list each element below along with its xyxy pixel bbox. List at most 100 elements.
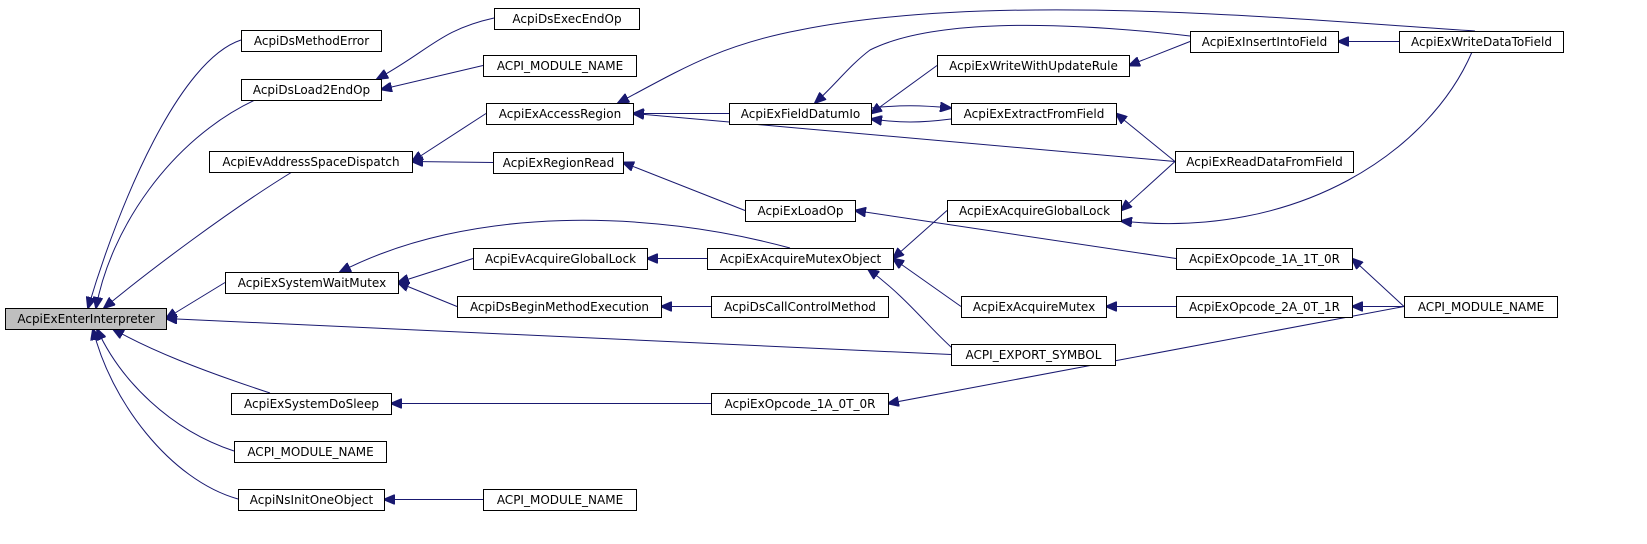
node-module_name_3[interactable]: ACPI_MODULE_NAME xyxy=(483,489,637,511)
node-box[interactable] xyxy=(5,308,167,330)
node-label: ACPI_MODULE_NAME xyxy=(1418,300,1544,314)
node-label: AcpiExOpcode_1A_1T_0R xyxy=(1189,252,1340,266)
node-box[interactable] xyxy=(1399,31,1564,53)
node-label: AcpiExReadDataFromField xyxy=(1186,155,1342,169)
node-box[interactable] xyxy=(234,441,387,463)
edge-ex_acquire_mutex_object-to-ex_system_wait_mutex xyxy=(340,219,791,272)
node-ds_begin_method_execution[interactable]: AcpiDsBeginMethodExecution xyxy=(457,296,662,318)
node-box[interactable] xyxy=(1176,248,1353,270)
node-box[interactable] xyxy=(937,55,1130,77)
node-label: ACPI_MODULE_NAME xyxy=(497,59,623,73)
edge-ex_read_data_from_field-to-ex_extract_from_field xyxy=(1116,114,1176,162)
edge-ex_system_wait_mutex-to-enter_interpreter xyxy=(166,282,226,319)
node-ev_address_space_dispatch[interactable]: AcpiEvAddressSpaceDispatch xyxy=(209,151,413,173)
node-ex_opcode_1a_0t_0r[interactable]: AcpiExOpcode_1A_0T_0R xyxy=(711,393,889,415)
node-enter_interpreter[interactable]: AcpiExEnterInterpreter xyxy=(5,308,167,330)
node-ex_acquire_global_lock[interactable]: AcpiExAcquireGlobalLock xyxy=(947,200,1122,222)
node-box[interactable] xyxy=(473,248,648,270)
node-box[interactable] xyxy=(209,151,413,173)
node-box[interactable] xyxy=(951,344,1116,366)
node-label: AcpiExSystemDoSleep xyxy=(244,397,379,411)
edges-layer xyxy=(88,9,1476,500)
node-label: AcpiDsBeginMethodExecution xyxy=(470,300,649,314)
node-box[interactable] xyxy=(707,248,894,270)
node-module_name_4[interactable]: ACPI_MODULE_NAME xyxy=(1404,296,1558,318)
edge-ex_extract_from_field-to-ex_field_datum_io xyxy=(871,119,952,122)
node-box[interactable] xyxy=(711,393,889,415)
edge-ex_access_region-to-ev_address_space_dispatch xyxy=(412,113,487,162)
edge-ev_address_space_dispatch-to-enter_interpreter xyxy=(104,171,293,308)
node-ds_exec_end_op[interactable]: AcpiDsExecEndOp xyxy=(494,8,640,30)
edge-ex_write_data_to_field-to-ex_access_region xyxy=(618,9,1476,103)
node-module_name_2[interactable]: ACPI_MODULE_NAME xyxy=(483,55,637,77)
node-module_name_1[interactable]: ACPI_MODULE_NAME xyxy=(234,441,387,463)
edge-ex_read_data_from_field-to-ex_access_region xyxy=(633,114,1176,162)
node-box[interactable] xyxy=(457,296,662,318)
node-label: AcpiExEnterInterpreter xyxy=(17,312,154,326)
edge-ds_method_error-to-enter_interpreter xyxy=(88,39,242,308)
edge-ex_load_op-to-ex_region_read xyxy=(623,163,746,211)
node-ex_read_data_from_field[interactable]: AcpiExReadDataFromField xyxy=(1175,151,1354,173)
node-ex_opcode_1a_1t_0r[interactable]: AcpiExOpcode_1A_1T_0R xyxy=(1176,248,1353,270)
node-box[interactable] xyxy=(493,152,624,174)
node-label: AcpiExRegionRead xyxy=(503,156,614,170)
node-export_symbol[interactable]: ACPI_EXPORT_SYMBOL xyxy=(951,344,1116,366)
node-ex_load_op[interactable]: AcpiExLoadOp xyxy=(745,200,856,222)
node-ev_acquire_global_lock[interactable]: AcpiEvAcquireGlobalLock xyxy=(473,248,648,270)
node-label: AcpiExWriteDataToField xyxy=(1411,35,1552,49)
node-box[interactable] xyxy=(1175,151,1354,173)
edge-ds_load2_end_op-to-enter_interpreter xyxy=(96,99,256,308)
node-box[interactable] xyxy=(729,103,872,125)
node-ex_field_datum_io[interactable]: AcpiExFieldDatumIo xyxy=(729,103,872,125)
node-box[interactable] xyxy=(494,8,640,30)
node-box[interactable] xyxy=(231,393,392,415)
node-label: AcpiExAcquireMutex xyxy=(973,300,1095,314)
node-label: AcpiExAcquireMutexObject xyxy=(720,252,882,266)
node-box[interactable] xyxy=(241,79,382,101)
edge-module_name_1-to-enter_interpreter xyxy=(97,329,235,452)
edge-ex_region_read-to-ev_address_space_dispatch xyxy=(412,162,494,163)
edge-ds_begin_method_execution-to-ex_system_wait_mutex xyxy=(398,283,458,307)
node-ex_insert_into_field[interactable]: AcpiExInsertIntoField xyxy=(1190,31,1339,53)
node-box[interactable] xyxy=(1176,296,1353,318)
node-ds_method_error[interactable]: AcpiDsMethodError xyxy=(241,30,382,52)
node-box[interactable] xyxy=(711,296,889,318)
node-label: AcpiExWriteWithUpdateRule xyxy=(949,59,1118,73)
node-box[interactable] xyxy=(947,200,1122,222)
node-ex_system_do_sleep[interactable]: AcpiExSystemDoSleep xyxy=(231,393,392,415)
node-ds_load2_end_op[interactable]: AcpiDsLoad2EndOp xyxy=(241,79,382,101)
node-box[interactable] xyxy=(238,489,385,511)
node-box[interactable] xyxy=(745,200,856,222)
node-ex_system_wait_mutex[interactable]: AcpiExSystemWaitMutex xyxy=(225,272,399,294)
node-ex_region_read[interactable]: AcpiExRegionRead xyxy=(493,152,624,174)
node-label: AcpiNsInitOneObject xyxy=(250,493,374,507)
edge-ev_acquire_global_lock-to-ex_system_wait_mutex xyxy=(398,258,474,283)
node-ex_access_region[interactable]: AcpiExAccessRegion xyxy=(486,103,634,125)
node-box[interactable] xyxy=(225,272,399,294)
node-ex_extract_from_field[interactable]: AcpiExExtractFromField xyxy=(951,103,1117,125)
node-ex_opcode_2a_0t_1r[interactable]: AcpiExOpcode_2A_0T_1R xyxy=(1176,296,1353,318)
node-box[interactable] xyxy=(483,489,637,511)
node-box[interactable] xyxy=(1190,31,1339,53)
node-box[interactable] xyxy=(486,103,634,125)
node-box[interactable] xyxy=(951,103,1117,125)
node-label: AcpiExAcquireGlobalLock xyxy=(959,204,1110,218)
edge-ex_acquire_mutex-to-ex_acquire_mutex_object xyxy=(893,259,962,307)
node-ds_call_control_method[interactable]: AcpiDsCallControlMethod xyxy=(711,296,889,318)
node-ex_acquire_mutex[interactable]: AcpiExAcquireMutex xyxy=(961,296,1107,318)
node-ex_write_with_update_rule[interactable]: AcpiExWriteWithUpdateRule xyxy=(937,55,1130,77)
node-box[interactable] xyxy=(961,296,1107,318)
node-label: ACPI_MODULE_NAME xyxy=(497,493,623,507)
node-label: AcpiEvAddressSpaceDispatch xyxy=(222,155,399,169)
node-label: AcpiDsCallControlMethod xyxy=(724,300,876,314)
node-box[interactable] xyxy=(241,30,382,52)
edge-module_name_4-to-ex_opcode_1a_1t_0r xyxy=(1352,259,1405,307)
node-label: AcpiExAccessRegion xyxy=(499,107,621,121)
node-ex_write_data_to_field[interactable]: AcpiExWriteDataToField xyxy=(1399,31,1564,53)
node-ns_init_one_object[interactable]: AcpiNsInitOneObject xyxy=(238,489,385,511)
edge-export_symbol-to-ex_acquire_mutex_object xyxy=(868,269,961,356)
node-box[interactable] xyxy=(483,55,637,77)
node-box[interactable] xyxy=(1404,296,1558,318)
node-ex_acquire_mutex_object[interactable]: AcpiExAcquireMutexObject xyxy=(707,248,894,270)
